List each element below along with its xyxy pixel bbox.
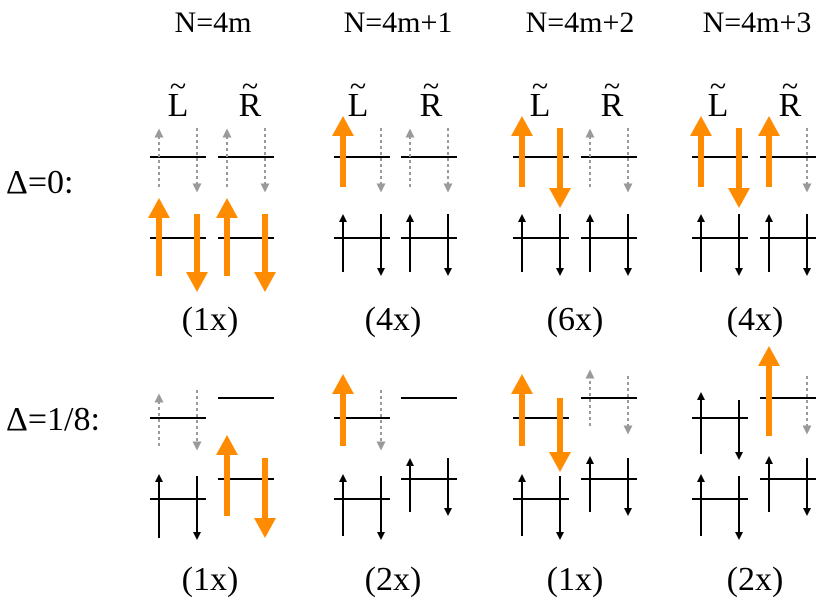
- degeneracy-row2-col1: (1x): [182, 561, 239, 598]
- site-label-right: R: [601, 87, 624, 124]
- site-label-right: R: [779, 87, 802, 124]
- site-label-left: L: [348, 87, 369, 124]
- tilde-mark: ~: [350, 70, 366, 103]
- degeneracy-row2-col2: (2x): [365, 561, 422, 598]
- row-label-delta-0: Δ=0:: [6, 164, 74, 201]
- tilde-mark: ~: [170, 70, 186, 103]
- site-labels-col-4: ~ L ~ R: [708, 70, 802, 124]
- site-label-right: R: [420, 87, 443, 124]
- site-labels-col-1: ~ L ~ R: [168, 70, 262, 124]
- site-labels: ~ L ~ R ~ L ~ R ~ L ~ R ~ L ~ R: [168, 70, 802, 124]
- tilde-mark: ~: [782, 70, 798, 103]
- column-header-n4m1: N=4m+1: [344, 6, 453, 39]
- spin-arrows: [148, 116, 812, 540]
- column-header-n4m2: N=4m+2: [526, 6, 635, 39]
- site-label-left: L: [530, 87, 551, 124]
- degeneracy-row2-col4: (2x): [727, 561, 784, 598]
- row-label-delta-1-8: Δ=1/8:: [6, 401, 100, 438]
- degeneracy-row1-col3: (6x): [547, 301, 604, 338]
- tilde-mark: ~: [604, 70, 620, 103]
- column-header-n4m: N=4m: [175, 6, 252, 39]
- tilde-mark: ~: [532, 70, 548, 103]
- tilde-mark: ~: [242, 70, 258, 103]
- site-label-right: R: [239, 87, 262, 124]
- site-label-left: L: [168, 87, 189, 124]
- degeneracy-row2-col3: (1x): [547, 561, 604, 598]
- column-header-n4m3: N=4m+3: [703, 6, 812, 39]
- tilde-mark: ~: [423, 70, 439, 103]
- site-labels-col-2: ~ L ~ R: [348, 70, 443, 124]
- energy-levels: [150, 156, 816, 500]
- degeneracy-row1-col4: (4x): [727, 301, 784, 338]
- degeneracy-row1-col1: (1x): [182, 301, 239, 338]
- site-labels-col-3: ~ L ~ R: [530, 70, 624, 124]
- site-label-left: L: [708, 87, 729, 124]
- degeneracy-row1-col2: (4x): [365, 301, 422, 338]
- tilde-mark: ~: [710, 70, 726, 103]
